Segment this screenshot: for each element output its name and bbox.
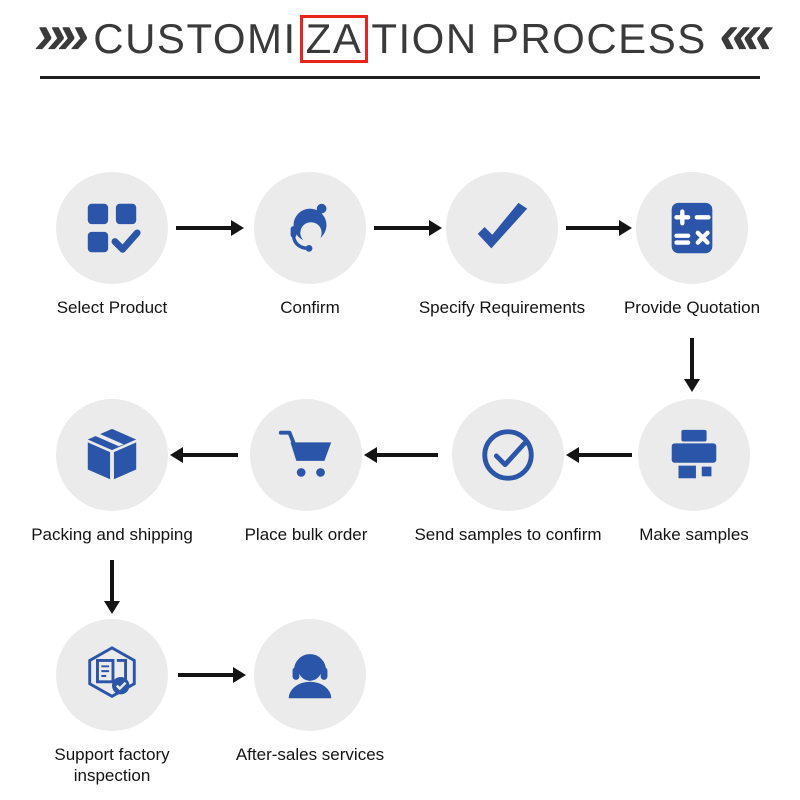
title-part1: CUSTOMI [93,15,297,62]
place-bulk-order-circle [250,399,362,511]
step-place-bulk-order: Place bulk order [206,399,406,545]
step-label: Select Product [56,298,168,317]
arrow-bulk-order-to-packing [170,447,238,463]
shopping-cart-icon [275,424,337,486]
step-label: Specify Requirements [418,298,586,317]
step-label: Confirm [280,298,340,317]
calculator-icon [661,197,723,259]
step-select-product: Select Product [12,172,212,318]
step-packing-and-shipping: Packing and shipping [12,399,212,545]
arrow-samples-to-confirm-samples [566,447,632,463]
step-send-samples-to-confirm: Send samples to confirm [408,399,608,545]
step-support-factory-inspection: Support factory inspection [27,619,197,787]
step-make-samples: Make samples [594,399,794,545]
arrow-quotation-to-samples [684,338,700,392]
right-chevrons-decoration: «« [714,2,772,65]
step-specify-requirements: Specify Requirements [402,172,602,318]
package-box-icon [81,424,143,486]
left-chevrons-decoration: »» [30,2,88,65]
step-label: Provide Quotation [623,298,761,317]
step-provide-quotation: Provide Quotation [592,172,792,318]
confirm-circle [254,172,366,284]
circle-check-icon [477,424,539,486]
step-after-sales-services: After-sales services [210,619,410,765]
title-highlight-box: ZA [299,15,369,63]
arrow-packing-to-inspection [104,560,120,614]
title-part2: TION PROCESS [371,15,707,62]
headset-person-icon [279,644,341,706]
step-label: Send samples to confirm [414,525,602,544]
make-samples-circle [638,399,750,511]
send-samples-circle [452,399,564,511]
packing-shipping-circle [56,399,168,511]
product-grid-check-icon [81,197,143,259]
step-label: Packing and shipping [31,525,193,544]
factory-inspection-circle [56,619,168,731]
arrow-confirm-samples-to-bulk-order [364,447,438,463]
arrow-inspection-to-after-sales [178,667,246,683]
arrow-select-to-confirm [176,220,244,236]
arrow-confirm-to-specify [374,220,442,236]
customer-service-icon [279,197,341,259]
step-confirm: Confirm [210,172,410,318]
printer-icon [663,424,725,486]
select-product-circle [56,172,168,284]
step-label: Make samples [639,525,749,544]
arrow-specify-to-quotation [566,220,632,236]
specify-requirements-circle [446,172,558,284]
after-sales-circle [254,619,366,731]
step-label: Support factory inspection [54,745,170,786]
title-divider [40,76,760,79]
provide-quotation-circle [636,172,748,284]
step-label: After-sales services [235,745,385,764]
factory-inspection-icon [81,644,143,706]
step-label: Place bulk order [244,525,368,544]
checkmark-icon [471,197,533,259]
